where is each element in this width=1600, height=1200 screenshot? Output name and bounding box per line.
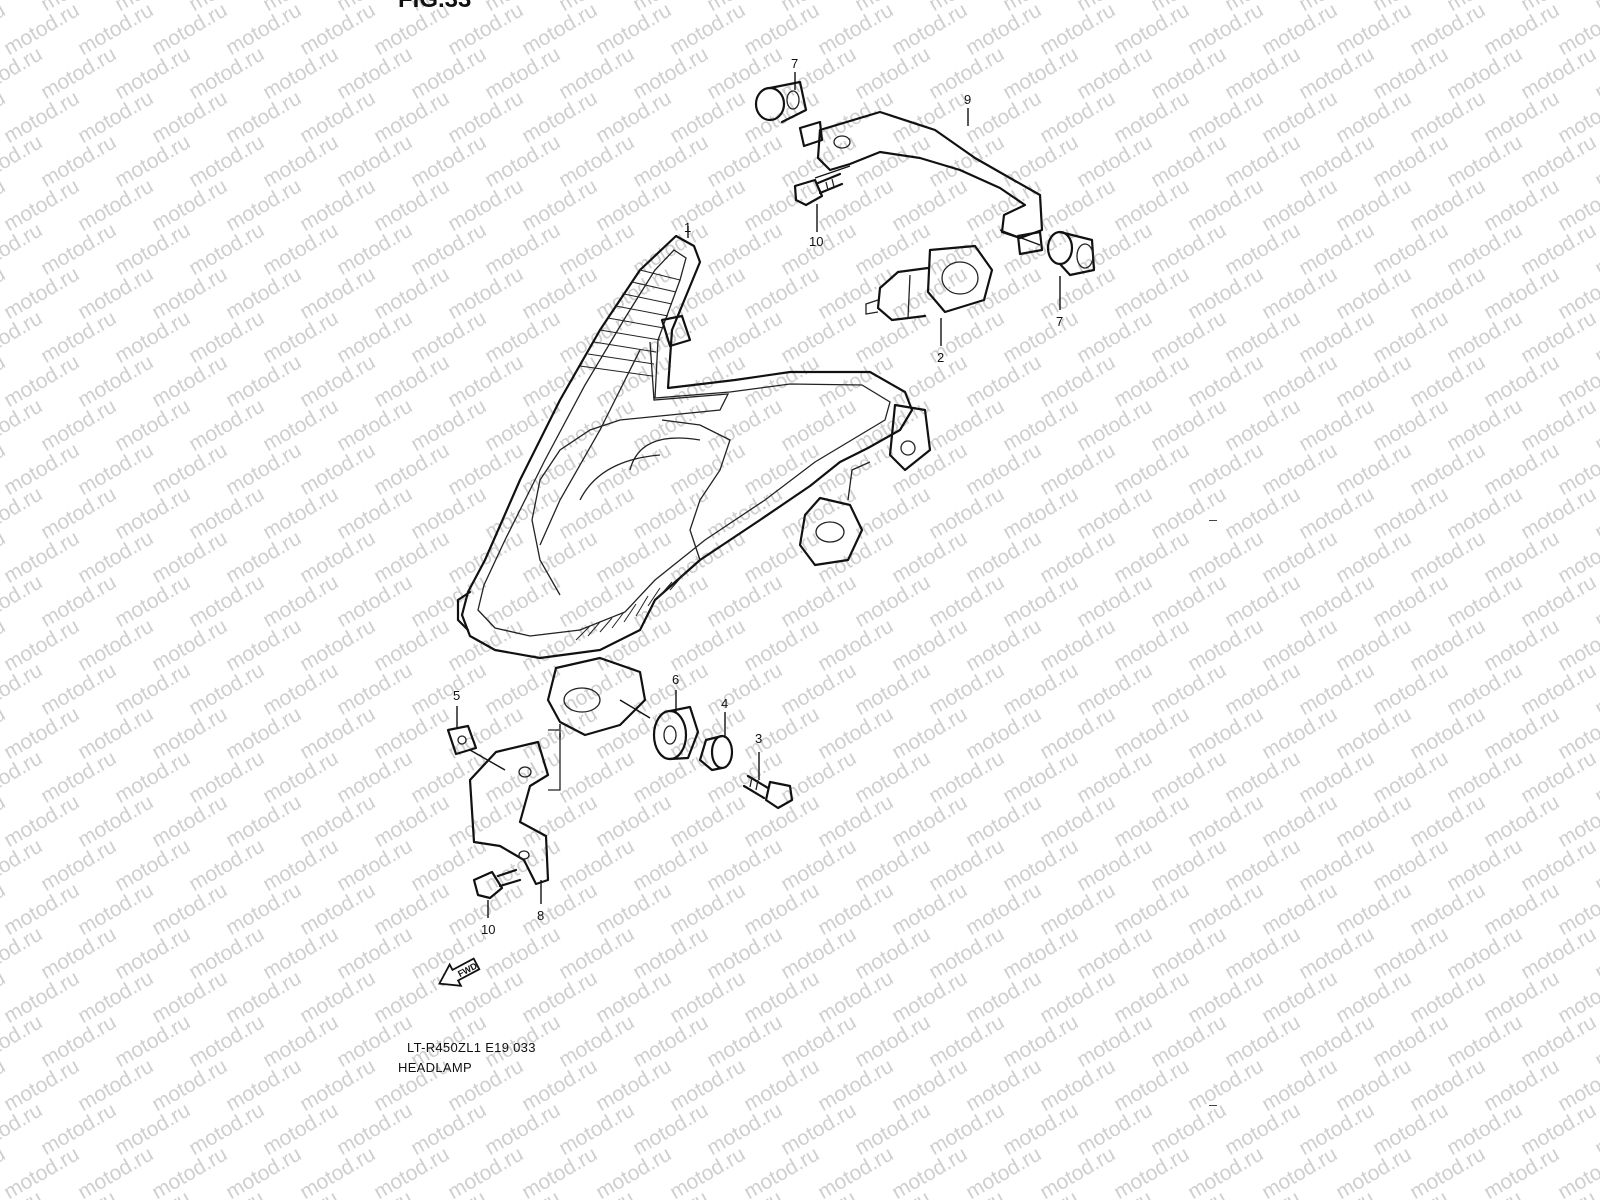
callout-5: 5 bbox=[453, 688, 460, 703]
callout-10-upper: 10 bbox=[809, 234, 823, 249]
clip-nut bbox=[446, 724, 478, 756]
headlamp-housing bbox=[456, 234, 932, 737]
page-mark bbox=[1209, 520, 1217, 521]
callout-leaders bbox=[456, 72, 1061, 918]
grommet-lower bbox=[1046, 230, 1096, 277]
grommet-upper bbox=[754, 80, 808, 124]
upper-bracket bbox=[798, 110, 1044, 256]
callout-4: 4 bbox=[721, 696, 728, 711]
assembly-guides bbox=[469, 165, 1041, 771]
housing-top-hatching bbox=[579, 269, 681, 377]
housing-bottom-hatching bbox=[575, 573, 685, 641]
lower-bracket bbox=[468, 729, 561, 886]
washer bbox=[698, 734, 734, 772]
page-mark bbox=[1209, 1105, 1217, 1106]
bolt-upper bbox=[793, 172, 844, 207]
callout-6: 6 bbox=[672, 672, 679, 687]
bolt-bracket bbox=[472, 868, 522, 900]
model-code: LT-R450ZL1 E19 033 bbox=[407, 1040, 536, 1055]
figure-name: HEADLAMP bbox=[398, 1060, 472, 1075]
callout-8: 8 bbox=[537, 908, 544, 923]
callout-7-upper: 7 bbox=[791, 56, 798, 71]
cushion bbox=[652, 705, 700, 761]
callout-3: 3 bbox=[755, 731, 762, 746]
fwd-arrow: FWD bbox=[437, 957, 481, 987]
callout-numbers: 1 2 3 4 5 6 7 7 8 9 10 10 bbox=[453, 56, 1063, 937]
callout-7-lower: 7 bbox=[1056, 314, 1063, 329]
headlamp-bulb bbox=[865, 244, 994, 322]
bolt-lower bbox=[742, 774, 794, 810]
callout-9: 9 bbox=[964, 92, 971, 107]
callout-10-lower: 10 bbox=[481, 922, 495, 937]
figure-title: FIG.33 bbox=[398, 0, 471, 14]
callout-1: 1 bbox=[684, 220, 691, 235]
callout-2: 2 bbox=[937, 350, 944, 365]
